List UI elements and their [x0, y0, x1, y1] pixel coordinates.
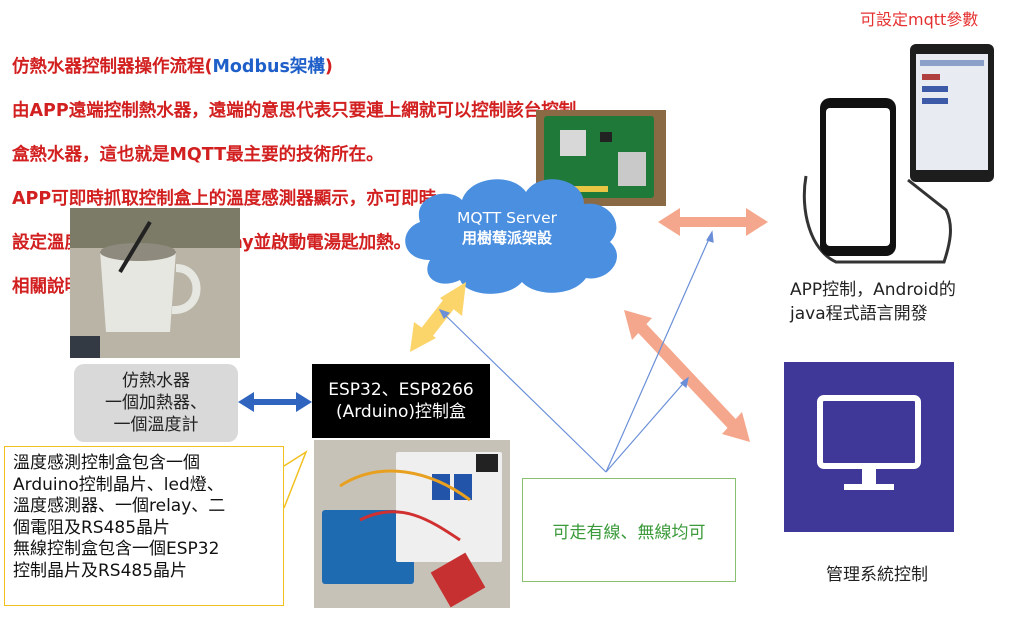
heater-line-1: 仿熱水器	[122, 371, 190, 391]
app-label-line-2: java程式語言開發	[790, 304, 928, 324]
admin-system-label: 管理系統控制	[826, 565, 928, 585]
heater-esp-arrow	[238, 392, 312, 412]
network-lines	[438, 230, 714, 473]
mqtt-server-subtitle: 用樹莓派架設	[461, 229, 552, 247]
heater-line-2: 一個加熱器、	[105, 393, 207, 413]
heater-line-3: 一個溫度計	[113, 415, 199, 435]
mqtt-server-title: MQTT Server	[457, 209, 557, 227]
monitor-icon	[784, 362, 954, 532]
app-control-label: APP控制，Android的 java程式語言開發	[790, 278, 1020, 326]
raspberry-pi-photo	[536, 110, 666, 206]
phone-screenshot	[910, 44, 994, 182]
title-line-3: 盒熱水器，這也就是MQTT最主要的技術所在。	[12, 145, 384, 165]
esp-line-2: (Arduino)控制盒	[335, 402, 467, 422]
app-label-line-1: APP控制，Android的	[790, 280, 956, 300]
mqtt-cloud-icon	[405, 179, 617, 294]
cloud-admin-arrow	[624, 310, 750, 442]
mqtt-setting-note: 可設定mqtt參數	[860, 10, 979, 29]
esp-line-1: ESP32、ESP8266	[328, 380, 474, 400]
cloud-esp-arrow	[410, 282, 466, 352]
title-line-2: 由APP遠端控制熱水器，遠端的意思代表只要連上網就可以控制該台控制	[12, 101, 577, 121]
heater-photo	[70, 208, 240, 358]
wired-wireless-note: 可走有線、無線均可	[522, 478, 736, 582]
phone-hand-illustration	[802, 98, 952, 264]
esp-controller-box: ESP32、ESP8266 (Arduino)控制盒	[312, 364, 490, 438]
controller-description-callout: 溫度感測控制盒包含一個 Arduino控制晶片、led燈、 溫度感測器、一個re…	[4, 446, 284, 606]
title-highlight: Modbus架構	[212, 57, 325, 77]
wired-wireless-text: 可走有線、無線均可	[552, 522, 706, 543]
title-line-4: APP可即時抓取控制盒上的溫度感測器顯示，亦可即時	[12, 189, 437, 209]
title-line-1: 仿熱水器控制器操作流程(Modbus架構)	[12, 57, 333, 77]
controller-board-photo	[314, 440, 510, 608]
heater-box: 仿熱水器 一個加熱器、 一個溫度計	[74, 364, 238, 442]
mqtt-server-label: MQTT Server 用樹莓派架設	[432, 208, 582, 248]
cloud-app-arrow	[658, 208, 768, 236]
callout-pointer	[283, 450, 308, 509]
